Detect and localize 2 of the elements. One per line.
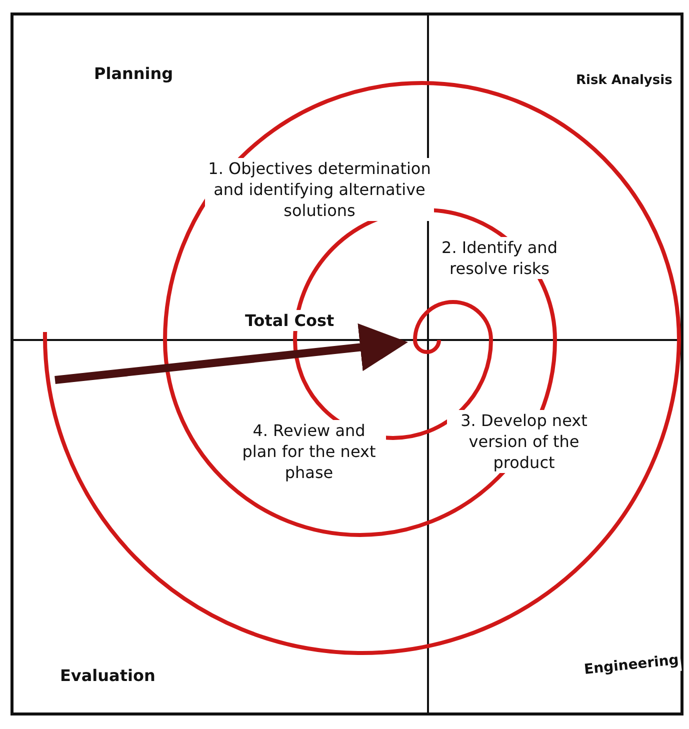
phase-text: 1. Objectives determination and identifying alternative solutions	[205, 158, 434, 221]
axis-label: Total Cost	[243, 310, 336, 331]
